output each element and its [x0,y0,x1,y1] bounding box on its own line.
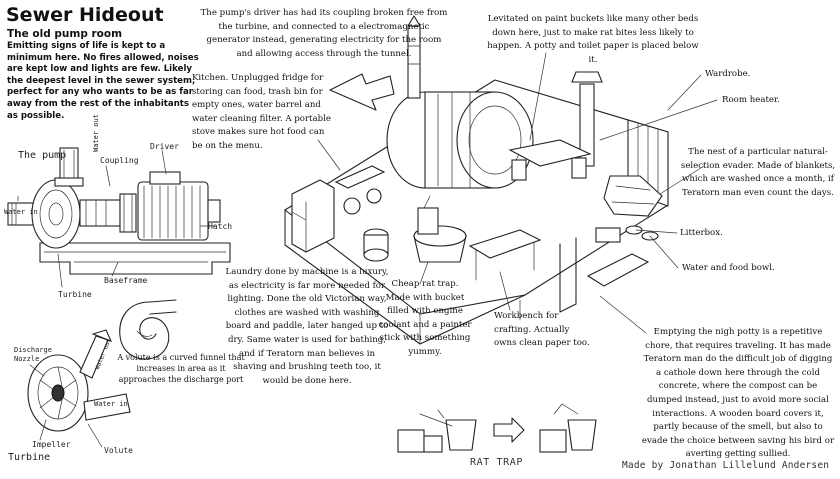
credit: Made by Jonathan Lillelund Andersen [622,460,830,471]
note-laundry: Laundry done by machine is a luxury, as … [225,267,389,386]
note-kitchen: Kitchen. Unplugged fridge for storing ca… [192,73,331,151]
note-workbench: Workbench for crafting. Actually owns cl… [494,311,590,349]
note-litterbox: Litterbox. [680,228,723,238]
note-rat-trap: Cheap rat trap. Made with bucket filled … [378,279,472,357]
pump-baseframe-label: Baseframe [104,276,148,285]
pump-coupling-label: Coupling [100,156,139,165]
pump-drawing [7,147,231,288]
turbine-impeller-label: Impeller [32,440,71,449]
pump-turbine-label: Turbine [58,290,92,299]
note-beds: Levitated on paint buckets like many oth… [487,14,699,65]
room-drawing [284,15,718,345]
rat-trap-sketch [397,403,597,453]
turbine-volute-label: Volute [104,446,133,455]
volute-note: A volute is a curved funnel that increas… [117,353,245,384]
note-potty: Emptying the nigh potty is a repetitive … [641,327,835,460]
turbine-heading: Turbine [8,452,51,463]
pump-water-in-label: Water in [4,208,38,216]
note-bowl: Water and food bowl. [682,263,775,273]
pump-driver-label: Driver [150,142,179,151]
note-nest: The nest of a particular natural-selecti… [680,147,836,198]
rat-trap-label: RAT TRAP [470,457,523,468]
pump-hatch-label: Hatch [208,222,233,231]
intro-text: Emitting signs of life is kept to a mini… [7,41,199,121]
pump-water-out-label: Water out [92,114,100,152]
page-title: Sewer Hideout [6,4,164,26]
note-wardrobe: Wardrobe. [705,69,751,79]
pump-heading: The pump [18,150,67,161]
note-heater: Room heater. [722,95,780,105]
page-subtitle: The old pump room [7,28,123,40]
note-pump-driver: The pump's driver has had its coupling b… [200,8,448,59]
turbine-discharge-label: Discharge Nozzle [14,346,52,363]
turbine-water-in-label: Water in [94,400,128,408]
turbine-drawing [27,299,177,448]
